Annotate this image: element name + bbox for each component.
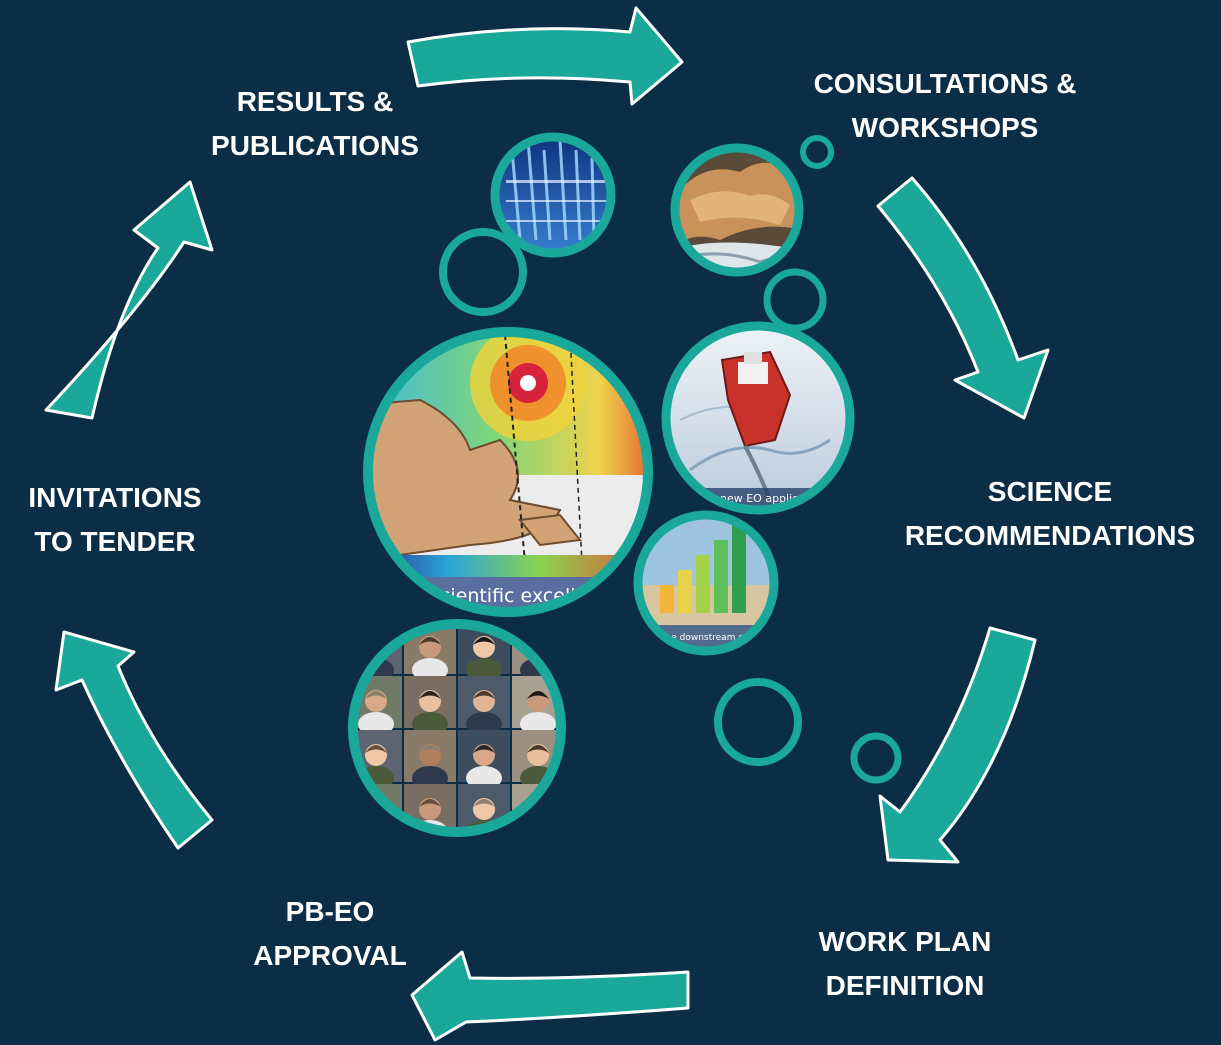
bubble-small (800, 135, 834, 169)
photo-scientists-grid (348, 619, 566, 837)
arrow-pbeo-to-invitations (54, 630, 214, 850)
portrait-hair (365, 637, 387, 645)
arrow-science-to-workplan (878, 626, 1037, 864)
bubble-small (850, 732, 902, 784)
caption-growth: the downstream growth (662, 633, 770, 643)
portrait-hair (365, 745, 387, 753)
portrait-hair (473, 745, 495, 753)
arrow-workplan-to-pbeo (410, 950, 690, 1042)
portrait-hair (473, 799, 495, 807)
portrait-body (520, 820, 556, 832)
portrait-hair (473, 637, 495, 645)
bubble-medium (439, 228, 527, 316)
arrow-invitations-to-results (44, 180, 214, 420)
bubble-small (763, 268, 827, 332)
arrow-results-to-consultations (406, 6, 684, 106)
portrait-body (358, 820, 394, 832)
portrait-hair (419, 637, 441, 645)
arrow-consultations-to-science (876, 176, 1050, 420)
portrait-hair (527, 637, 549, 645)
step-consultations-label: CONSULTATIONS &WORKSHOPS (813, 68, 1077, 143)
portrait-hair (419, 745, 441, 753)
photo-growth-chart: the downstream growth (633, 510, 779, 656)
photo-icebreaker-ship: new EO applications (661, 321, 855, 515)
portrait-hair (365, 691, 387, 699)
portrait-hair (473, 691, 495, 699)
step-results-label: RESULTS &PUBLICATIONS (211, 86, 419, 161)
portrait-hair (527, 691, 549, 699)
portrait-hair (419, 691, 441, 699)
portrait-hair (419, 799, 441, 807)
bubble-medium (714, 678, 802, 766)
portrait-hair (527, 745, 549, 753)
photo-hurricane-map: scientific excellence (363, 327, 653, 617)
photo-data-visualization (490, 132, 616, 258)
photo-satellite-landscape (670, 143, 804, 277)
